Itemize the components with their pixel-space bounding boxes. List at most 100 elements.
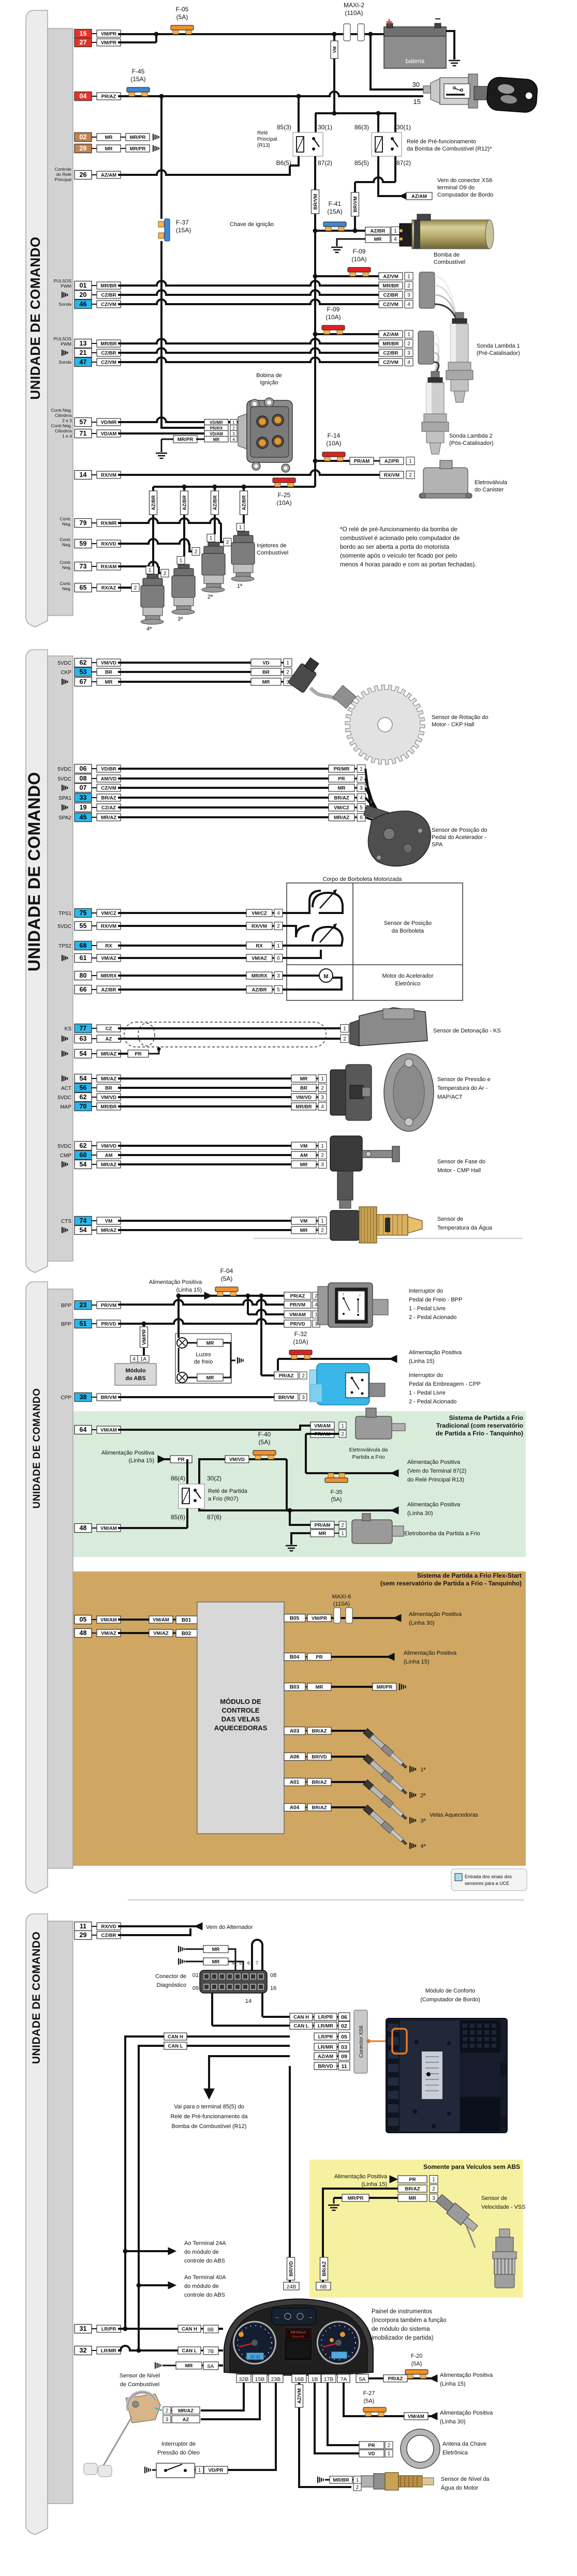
svg-text:1A: 1A — [140, 1357, 147, 1362]
svg-text:(Vem do Terminal 87(2): (Vem do Terminal 87(2) — [407, 1468, 466, 1474]
svg-text:PR: PR — [368, 2443, 375, 2448]
svg-text:Chave de ignição: Chave de ignição — [230, 221, 274, 228]
svg-text:Relé de Pré-funcionamento da: Relé de Pré-funcionamento da — [170, 2114, 248, 2120]
svg-text:1 e 4: 1 e 4 — [62, 433, 72, 439]
svg-text:1: 1 — [341, 1531, 344, 1537]
svg-text:VM/AM: VM/AM — [289, 1312, 306, 1317]
svg-text:F-09: F-09 — [327, 306, 340, 313]
svg-text:Sistema de Partida a Frio Flex: Sistema de Partida a Frio Flex-Start — [417, 1572, 522, 1579]
svg-text:do Canister: do Canister — [475, 487, 504, 493]
svg-text:BR/AZ: BR/AZ — [405, 2186, 420, 2192]
svg-text:B02: B02 — [182, 1631, 191, 1637]
svg-text:(Linha 30): (Linha 30) — [407, 1510, 433, 1517]
svg-text:33: 33 — [80, 794, 87, 801]
svg-text:menos 4 horas parado e com as: menos 4 horas parado e com as portas fec… — [340, 561, 477, 568]
svg-text:UNIDADE DE COMANDO: UNIDADE DE COMANDO — [32, 1388, 42, 1509]
svg-text:MR/AZ: MR/AZ — [101, 1162, 116, 1167]
svg-text:CZ/VM: CZ/VM — [383, 360, 398, 365]
svg-text:UNIDADE DE COMANDO: UNIDADE DE COMANDO — [27, 236, 43, 399]
svg-text:KS: KS — [65, 1026, 72, 1032]
svg-text:17B: 17B — [324, 2376, 334, 2383]
svg-text:26: 26 — [80, 171, 87, 178]
svg-text:do módulo de: do módulo de — [184, 2249, 219, 2255]
svg-text:2: 2 — [321, 1228, 324, 1234]
svg-text:Ao Terminal 24A: Ao Terminal 24A — [184, 2240, 226, 2246]
svg-text:F-41: F-41 — [329, 200, 342, 207]
svg-text:2: 2 — [356, 2485, 359, 2491]
svg-text:15: 15 — [413, 98, 421, 106]
svg-text:VM/AM: VM/AM — [314, 1423, 331, 1429]
svg-text:02: 02 — [80, 133, 87, 141]
svg-text:(10A): (10A) — [326, 440, 341, 447]
svg-text:RX/VM: RX/VM — [101, 923, 116, 929]
svg-text:bateria: bateria — [406, 57, 425, 65]
svg-text:7A: 7A — [341, 2376, 347, 2383]
svg-text:2: 2 — [388, 2443, 391, 2449]
svg-text:RX/AZ: RX/AZ — [101, 585, 116, 591]
svg-text:BR/AZ: BR/AZ — [101, 795, 116, 801]
svg-text:CZ/BR: CZ/BR — [101, 1933, 116, 1938]
svg-text:03: 03 — [341, 2044, 347, 2050]
svg-text:51: 51 — [80, 1320, 87, 1327]
svg-text:64: 64 — [80, 1426, 87, 1433]
svg-text:MR: MR — [212, 1959, 220, 1965]
svg-text:(15A): (15A) — [327, 208, 342, 215]
svg-text:Alimentação Positiva: Alimentação Positiva — [407, 1459, 461, 1465]
svg-text:RX/VM: RX/VM — [384, 472, 400, 478]
svg-text:87(2): 87(2) — [396, 159, 411, 167]
svg-text:1B: 1B — [312, 2376, 318, 2383]
svg-text:PWM: PWM — [61, 283, 71, 289]
svg-text:(Pré-Catalisador): (Pré-Catalisador) — [477, 350, 520, 356]
svg-text:Eletroválvula da: Eletroválvula da — [349, 1447, 388, 1453]
svg-text:48: 48 — [80, 1629, 87, 1637]
svg-text:MR: MR — [105, 146, 113, 152]
svg-text:MR: MR — [300, 1162, 308, 1167]
svg-text:1: 1 — [180, 558, 183, 564]
svg-text:14: 14 — [80, 471, 87, 478]
svg-text:AZ/VM: AZ/VM — [297, 2388, 302, 2404]
svg-text:AZ/BR: AZ/BR — [182, 495, 187, 510]
svg-text:TPS2: TPS2 — [58, 943, 71, 949]
svg-text:6B: 6B — [320, 2284, 327, 2290]
svg-text:16: 16 — [270, 1985, 276, 1991]
svg-text:38: 38 — [80, 1394, 87, 1401]
svg-text:Sensor de Pressão e: Sensor de Pressão e — [437, 1076, 491, 1083]
svg-text:3: 3 — [166, 2417, 169, 2423]
svg-text:5VDC: 5VDC — [57, 1095, 71, 1101]
svg-text:VD/BR: VD/BR — [101, 766, 116, 772]
svg-text:BPP: BPP — [61, 1303, 71, 1309]
svg-text:VD: VD — [262, 660, 269, 666]
svg-text:05: 05 — [80, 1616, 87, 1623]
svg-text:4: 4 — [315, 1302, 318, 1308]
svg-text:bordo ao ser aberta a por: bordo ao ser aberta a porta do motorista — [340, 543, 450, 550]
svg-text:CAN L: CAN L — [168, 2043, 183, 2049]
svg-text:85(3): 85(3) — [277, 124, 291, 131]
svg-text:29: 29 — [80, 1931, 87, 1939]
svg-text:VM/VD: VM/VD — [101, 660, 116, 666]
svg-text:MR/PR: MR/PR — [177, 437, 194, 442]
svg-text:63: 63 — [80, 1035, 87, 1042]
svg-text:48: 48 — [80, 1524, 87, 1532]
svg-text:Sensor de: Sensor de — [437, 1216, 463, 1222]
svg-text:(somente após o veículo te: (somente após o veículo ter ficado por p… — [340, 552, 457, 559]
svg-text:VM/PR: VM/PR — [101, 31, 116, 37]
svg-text:1 - Pedal Livre: 1 - Pedal Livre — [409, 1390, 446, 1396]
svg-text:2: 2 — [232, 426, 235, 431]
svg-text:RX/VD: RX/VD — [101, 541, 116, 547]
svg-text:(15A): (15A) — [130, 76, 145, 83]
svg-text:MÓDULO DE: MÓDULO DE — [220, 1698, 261, 1705]
svg-text:4: 4 — [232, 1960, 234, 1966]
svg-text:AZ/PR: AZ/PR — [384, 458, 400, 464]
svg-text:MR: MR — [206, 1375, 214, 1381]
svg-text:AZ: AZ — [183, 2417, 189, 2422]
svg-text:56: 56 — [80, 1084, 87, 1091]
svg-text:30(1): 30(1) — [396, 124, 411, 131]
svg-text:(10A): (10A) — [293, 1338, 308, 1345]
svg-text:06: 06 — [80, 765, 87, 772]
svg-text:Neg.: Neg. — [62, 521, 71, 527]
svg-text:BR/AZ: BR/AZ — [312, 1805, 327, 1810]
svg-text:4: 4 — [407, 360, 410, 366]
svg-text:MR/BR: MR/BR — [100, 283, 116, 289]
svg-text:VM/AZ: VM/AZ — [153, 1630, 169, 1636]
svg-text:VM/PR: VM/PR — [141, 1329, 147, 1345]
